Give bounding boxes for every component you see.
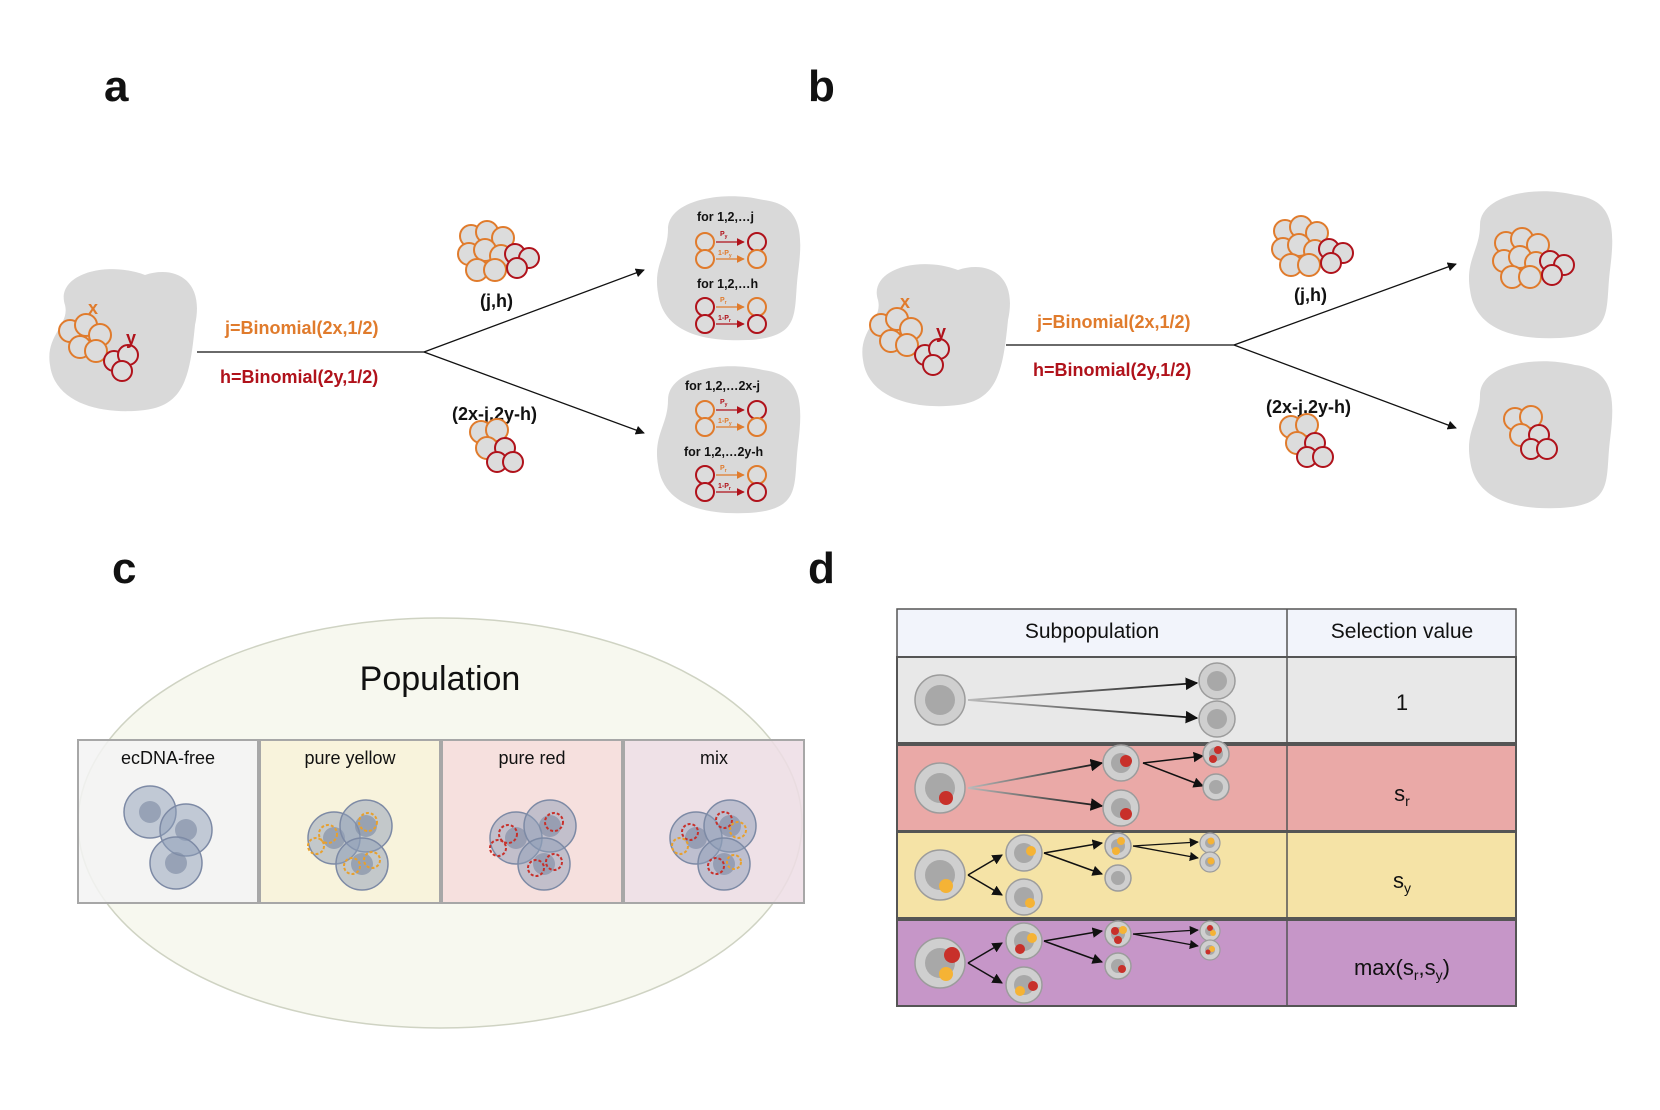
table-row-yellow: sy bbox=[896, 831, 1517, 919]
svg-text:Py: Py bbox=[720, 399, 728, 408]
row-purple-value-suffix: ) bbox=[1443, 955, 1450, 980]
panel-b-upper-tuple: (j,h) bbox=[1294, 285, 1327, 305]
panel-a: a x y j=Binomial(2x,1/2) h=Binomial(2y,1… bbox=[49, 62, 801, 514]
box-ecdna-free-label: ecDNA-free bbox=[121, 748, 215, 768]
svg-text:1-Py: 1-Py bbox=[718, 250, 732, 259]
panel-a-upper-pr: P bbox=[720, 297, 725, 304]
panel-a-lower-for1: for 1,2,…2x-j bbox=[685, 379, 760, 393]
panel-a-upper-for2: for 1,2,…h bbox=[697, 277, 758, 291]
panel-b-lower-arrow bbox=[1233, 344, 1457, 430]
panel-a-upper-cluster bbox=[458, 221, 539, 281]
panel-b-lower-cluster bbox=[1280, 414, 1333, 467]
panel-b-letter: b bbox=[808, 62, 835, 111]
panel-a-parent-cell: x y bbox=[49, 269, 197, 412]
panel-a-upper-daughter: for 1,2,…j Py 1-Py for 1,2,…h Pr 1-Pr bbox=[656, 196, 801, 341]
panel-b-lower-daughter bbox=[1468, 361, 1613, 509]
row-purple-value-main: max(s bbox=[1354, 955, 1414, 980]
panel-b-lower-tuple: (2x-j,2y-h) bbox=[1266, 397, 1351, 417]
panel-a-upper-arrow bbox=[423, 268, 645, 353]
panel-a-lower-cluster bbox=[470, 419, 523, 472]
box-mix-label: mix bbox=[700, 748, 728, 768]
panel-a-upper-py: P bbox=[720, 231, 725, 238]
row-purple-value: max(sr,sy) bbox=[1354, 955, 1450, 983]
panel-b-upper-daughter bbox=[1468, 191, 1613, 339]
row-gray-value: 1 bbox=[1396, 690, 1408, 715]
panel-a-upper-1py-sub: y bbox=[729, 253, 732, 259]
header-subpopulation: Subpopulation bbox=[1025, 620, 1159, 643]
panel-a-lower-1pr: 1-P bbox=[718, 483, 729, 490]
panel-a-eq-h: h=Binomial(2y,1/2) bbox=[220, 367, 378, 387]
panel-a-lower-py-sub: y bbox=[725, 402, 728, 408]
row-red-value-sub: r bbox=[1405, 793, 1410, 809]
row-red-value-main: s bbox=[1394, 781, 1405, 806]
panel-a-lower-pr: P bbox=[720, 465, 725, 472]
panel-b: b x y j=Binomial(2x,1/2) h=Binomial(2y,1… bbox=[808, 62, 1613, 509]
box-pure-yellow-label: pure yellow bbox=[304, 748, 396, 768]
panel-b-label-x: x bbox=[900, 292, 910, 312]
panel-b-eq-h: h=Binomial(2y,1/2) bbox=[1033, 360, 1191, 380]
panel-a-upper-1pr-sub: r bbox=[729, 318, 731, 324]
box-mix: mix bbox=[623, 739, 805, 904]
panel-a-lower-daughter: for 1,2,…2x-j Py 1-Py for 1,2,…2y-h Pr 1… bbox=[656, 366, 801, 514]
panel-d: d Subpopulation Selection value 1 bbox=[808, 544, 1517, 1007]
row-red-value: sr bbox=[1394, 781, 1410, 809]
panel-a-lower-py: P bbox=[720, 399, 725, 406]
panel-b-eq-j: j=Binomial(2x,1/2) bbox=[1036, 312, 1191, 332]
svg-text:Pr: Pr bbox=[720, 297, 727, 306]
box-pure-red: pure red bbox=[441, 739, 623, 904]
row-purple-value-mid: ,s bbox=[1419, 955, 1436, 980]
panel-b-upper-arrow bbox=[1233, 262, 1457, 346]
svg-text:1-Py: 1-Py bbox=[718, 418, 732, 427]
row-yellow-value: sy bbox=[1393, 868, 1411, 896]
panel-a-label-y: y bbox=[126, 328, 136, 348]
panel-a-lower-1py: 1-P bbox=[718, 418, 729, 425]
population-title: Population bbox=[360, 660, 521, 698]
panel-d-letter: d bbox=[808, 544, 835, 593]
box-ecdna-free: ecDNA-free bbox=[77, 739, 259, 904]
panel-a-upper-py-sub: y bbox=[725, 234, 728, 240]
panel-b-parent-cell: x y bbox=[862, 264, 1010, 407]
panel-a-label-x: x bbox=[88, 298, 98, 318]
header-selection-value: Selection value bbox=[1331, 620, 1473, 643]
row-purple-value-sub1: r bbox=[1414, 967, 1419, 983]
panel-a-lower-tuple: (2x-j,2y-h) bbox=[452, 404, 537, 424]
panel-b-label-y: y bbox=[936, 322, 946, 342]
panel-a-upper-pr-sub: r bbox=[725, 300, 727, 306]
panel-c-letter: c bbox=[112, 544, 136, 593]
panel-a-upper-for1: for 1,2,…j bbox=[697, 210, 754, 224]
row-yellow-value-main: s bbox=[1393, 868, 1404, 893]
svg-text:1-Pr: 1-Pr bbox=[718, 483, 731, 492]
svg-text:Pr: Pr bbox=[720, 465, 727, 474]
row-purple-value-sub2: y bbox=[1436, 967, 1443, 983]
panel-a-eq-j: j=Binomial(2x,1/2) bbox=[224, 318, 379, 338]
row-yellow-value-sub: y bbox=[1404, 880, 1411, 896]
panel-a-letter: a bbox=[104, 62, 129, 111]
panel-a-upper-tuple: (j,h) bbox=[480, 291, 513, 311]
box-pure-yellow: pure yellow bbox=[259, 739, 441, 904]
panel-b-upper-cluster bbox=[1272, 216, 1353, 276]
box-pure-red-label: pure red bbox=[498, 748, 565, 768]
panel-c: c Population ecDNA-free pure yellow bbox=[77, 544, 805, 1029]
panel-a-lower-1pr-sub: r bbox=[729, 486, 731, 492]
panel-a-lower-pr-sub: r bbox=[725, 468, 727, 474]
table-row-gray: 1 bbox=[896, 656, 1517, 744]
panel-a-lower-arrow bbox=[423, 351, 645, 435]
svg-text:Py: Py bbox=[720, 231, 728, 240]
panel-a-lower-1py-sub: y bbox=[729, 421, 732, 427]
table-row-purple: max(sr,sy) bbox=[896, 919, 1517, 1007]
table-row-red: sr bbox=[896, 740, 1517, 832]
svg-text:1-Pr: 1-Pr bbox=[718, 315, 731, 324]
panel-a-upper-1pr: 1-P bbox=[718, 315, 729, 322]
panel-a-upper-1py: 1-P bbox=[718, 250, 729, 257]
panel-a-lower-for2: for 1,2,…2y-h bbox=[684, 445, 763, 459]
